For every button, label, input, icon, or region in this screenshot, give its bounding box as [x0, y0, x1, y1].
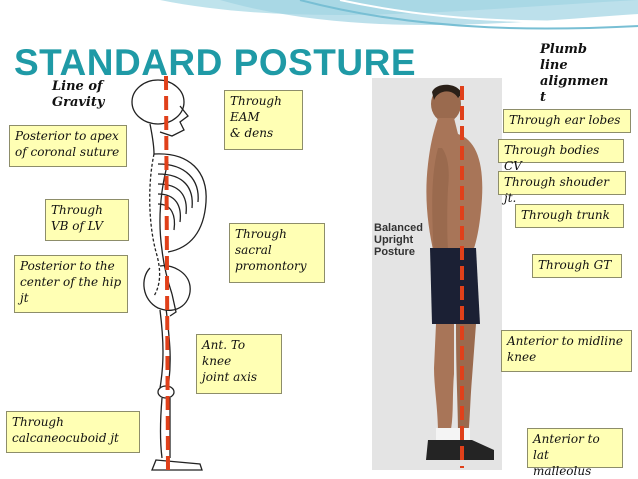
label-trunk: Through trunk: [515, 204, 624, 228]
person-silhouette: [372, 78, 502, 470]
plumb-line-label: Plumb line alignmen t: [540, 42, 609, 105]
label-coronal-suture: Posterior to apex of coronal suture: [9, 125, 127, 167]
label-ear-lobes: Through ear lobes: [503, 109, 631, 133]
label-knee-midline: Anterior to midline knee: [501, 330, 632, 372]
line-of-gravity-label: Line of Gravity: [52, 79, 105, 110]
label-lat-malleolus: Anterior to lat malleolus: [527, 428, 623, 478]
label-bodies-cv: Through bodies CV: [498, 139, 624, 173]
label-vb-lv: Through VB of LV: [45, 199, 129, 241]
label-hip-joint: Posterior to the center of the hip jt: [14, 255, 128, 313]
posture-photo: [372, 78, 502, 470]
header-wave-decoration: [160, 0, 638, 30]
label-knee-joint-axis: Ant. To knee joint axis: [196, 334, 282, 394]
page-title: STANDARD POSTURE: [14, 42, 416, 83]
photo-caption: Balanced Upright Posture: [374, 222, 423, 258]
label-greater-trochanter: Through GT: [532, 254, 622, 278]
label-calcaneocuboid: Through calcaneocuboid jt: [6, 411, 140, 453]
skeleton-illustration: [131, 75, 207, 471]
label-through-eam: Through EAM & dens: [224, 90, 303, 150]
label-shoulder-joint: Through shouder jt.: [498, 171, 626, 205]
label-sacral-promontory: Through sacral promontory: [229, 223, 325, 283]
